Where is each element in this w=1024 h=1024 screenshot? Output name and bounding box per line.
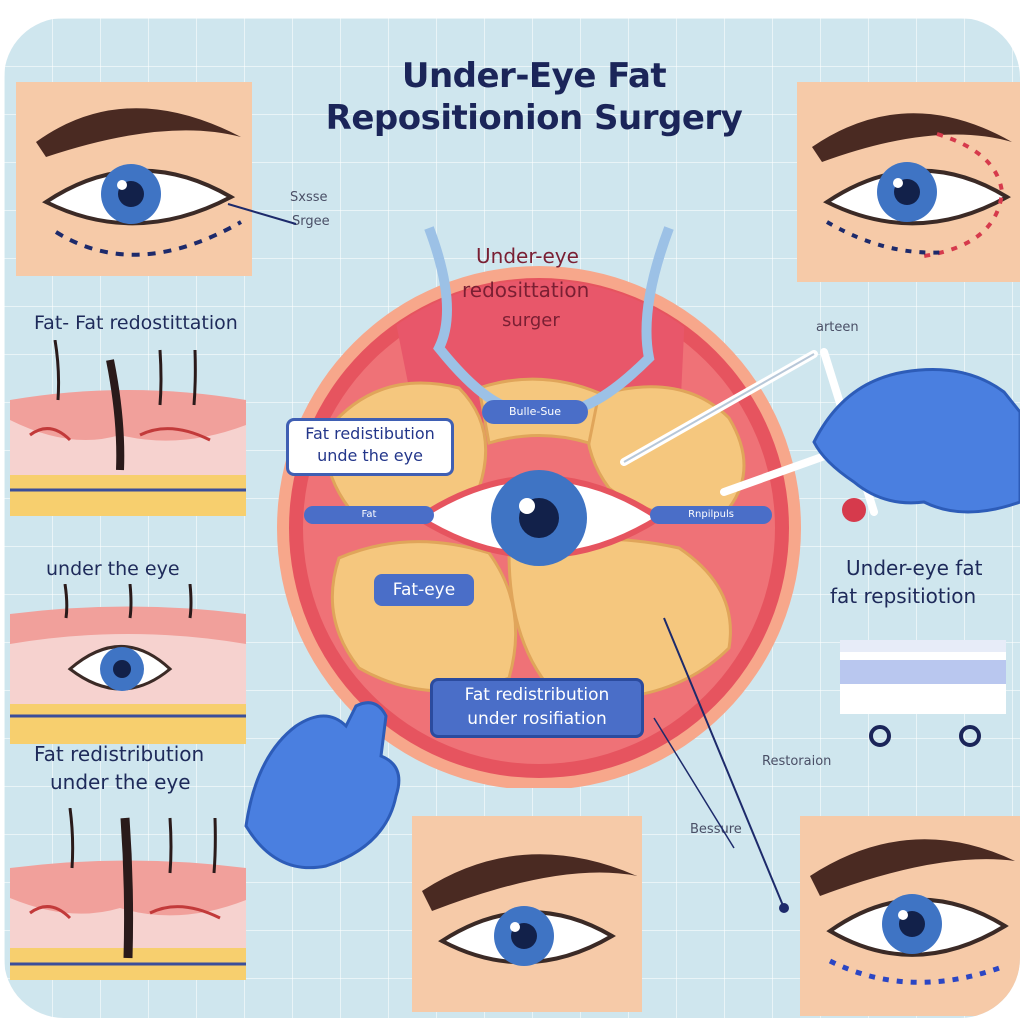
pill-fat-eye: Fat-eye (374, 574, 474, 606)
pointer-line (227, 203, 297, 225)
eye-panel-bottom-center (412, 816, 642, 1012)
title-line-1: Under-Eye Fat (401, 56, 667, 96)
glove-icon (812, 368, 1020, 514)
eye-panel-top-right (797, 82, 1020, 282)
eye-icon (36, 108, 242, 257)
label-under-eye: under the eye (46, 558, 180, 580)
pill-line-1: Fat redistribution (464, 685, 610, 705)
pill-line-2: under rosifiation (467, 709, 607, 729)
pointer-lines (653, 617, 789, 913)
title-line-2: Repositionion Surgery (325, 98, 743, 138)
tweezers-icon (620, 348, 1020, 522)
pill-line-2: unde the eye (317, 446, 423, 465)
pill-mid-right: Rnpilpuls (650, 506, 772, 524)
skin-section-1 (10, 340, 246, 516)
eye-panel-bottom-right (800, 816, 1020, 1016)
label-fat-redistribution-left-1: Fat redistribution (34, 742, 205, 766)
small-label-right-top: arteen (816, 320, 859, 335)
label-fat-redistribution-left-2: under the eye (50, 770, 191, 794)
label-under-eye-fat-2: fat repsitiotion (830, 584, 977, 608)
label-bottom-small: Bessure (690, 822, 742, 837)
bandage-icon (840, 640, 1006, 747)
pill-small-top: Bulle-Sue (482, 400, 588, 424)
center-heading-1: Under-eye (476, 244, 579, 268)
eye-icon (810, 839, 1015, 985)
glove-icon (244, 701, 401, 870)
pill-mid-left: Fat (304, 506, 434, 524)
pill-fat-redistribution-left: Fat redistibution unde the eye (286, 418, 454, 476)
center-heading-2: redosittation (462, 278, 590, 302)
pill-fat-redistribution-bottom: Fat redistribution under rosifiation (430, 678, 644, 738)
eye-icon (422, 854, 637, 966)
label-fat-redistribution-top: Fat- Fat redostittation (34, 312, 238, 334)
skin-section-3 (10, 808, 246, 980)
pill-line-1: Fat redistibution (305, 424, 435, 443)
eye-panel-top-left (16, 82, 252, 276)
small-label-1: Sxsse (290, 190, 328, 205)
central-cross-section (277, 226, 801, 788)
label-restoration: Restoraion (762, 754, 832, 769)
label-under-eye-fat-1: Under-eye fat (846, 556, 983, 580)
skin-section-2 (10, 584, 246, 744)
center-heading-3: surger (502, 310, 560, 331)
small-label-2: Srgee (292, 214, 330, 229)
eye-icon (812, 113, 1012, 259)
diagram-board: Under-Eye Fat Repositionion Surgery Sxss… (4, 18, 1020, 1018)
